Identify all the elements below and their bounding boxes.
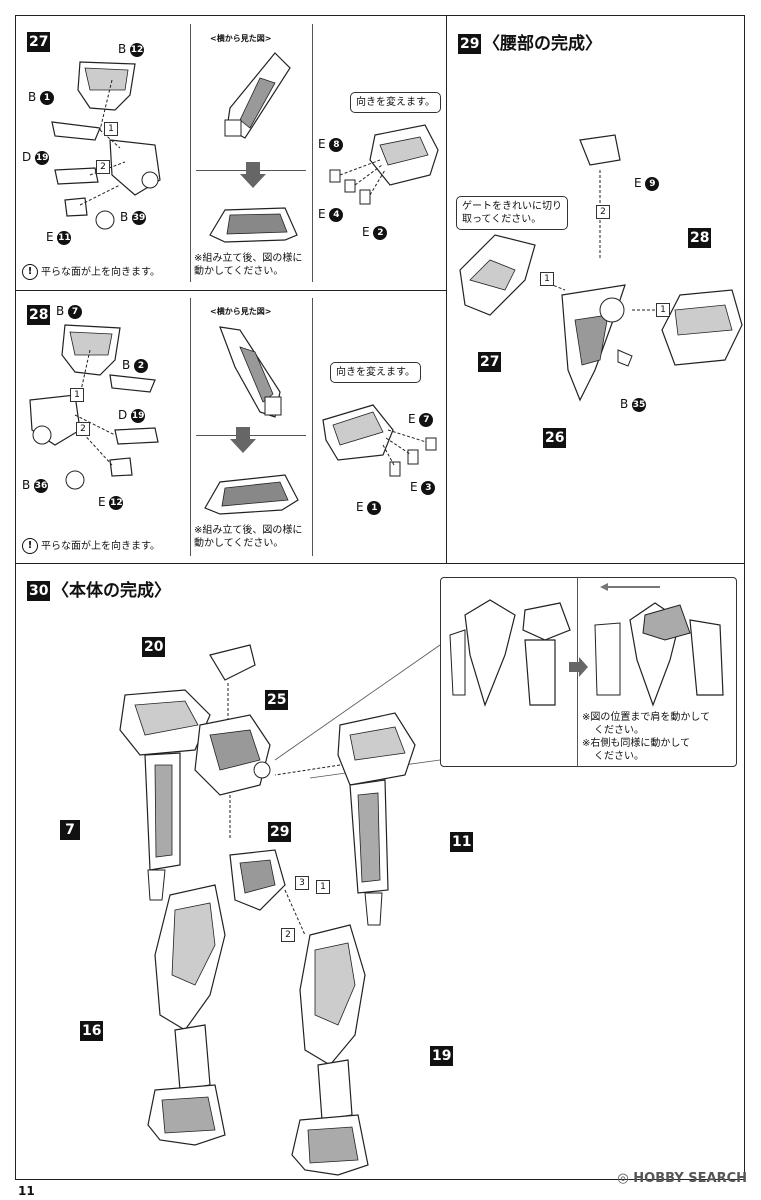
step-29-gate-callout: ゲートをきれいに切り取ってください。	[456, 196, 568, 230]
step-30-inset-box	[440, 577, 737, 767]
step-30-substep-3: 3	[295, 876, 309, 890]
step-27-note: ※組み立て後、図の様に動かしてください。	[194, 253, 303, 277]
step-27-flat-note: !平らな面が上を向きます。	[22, 264, 160, 280]
exclamation-icon: !	[22, 538, 38, 554]
step-28-note: ※組み立て後、図の様に動かしてください。	[194, 525, 303, 549]
step-28-side-view-title: <横から見た図>	[210, 307, 272, 316]
step-27-down-arrow	[240, 162, 266, 188]
divider-27-28	[15, 290, 446, 291]
divider-27-right	[312, 24, 313, 282]
step-27-label-e4: E 4	[318, 207, 344, 222]
step-30-inset-arrow	[569, 657, 588, 677]
divider-27-side	[190, 24, 191, 282]
step-28-label-b7: B 7	[56, 304, 83, 319]
step-30-inset-note: ※図の位置まで肩を動かして ください。 ※右側も同様に動かして ください。	[582, 712, 711, 762]
step-28-part-illustration	[29, 324, 159, 490]
step-30-number: 30	[27, 581, 51, 601]
step-30-title: 〈本体の完成〉	[52, 581, 171, 601]
step-28-substep-1: 1	[70, 388, 84, 402]
divider-vertical-top	[446, 15, 447, 563]
step-30-ref-16: 16	[80, 1021, 104, 1041]
step-28-e-parts-illustration	[322, 404, 437, 477]
step-28-side-view-top	[219, 326, 282, 418]
step-30-inset-left-arrow-icon	[600, 583, 660, 591]
step-27-side-view-bottom	[209, 207, 298, 243]
step-30-ref-20: 20	[142, 637, 166, 657]
step-28-number: 28	[27, 305, 51, 325]
step-27-label-b12: B 12	[118, 42, 145, 57]
step-27-substep-1: 1	[104, 122, 118, 136]
step-28-substep-2: 2	[76, 422, 90, 436]
step-30-inset-left-illustration	[449, 599, 571, 707]
exclamation-icon: !	[22, 264, 38, 280]
step-30-ref-11: 11	[450, 832, 474, 852]
step-29-ref-26: 26	[543, 428, 567, 448]
step-29-label-e9: E 9	[634, 176, 660, 191]
hobby-search-logo-icon: ◎	[617, 1171, 634, 1186]
step-27-label-d19: D 19	[22, 150, 50, 165]
step-30-body-illustration	[119, 644, 416, 1176]
step-27-e-parts-illustration	[329, 124, 439, 205]
step-30-ref-19: 19	[430, 1046, 454, 1066]
step-29-substep-2: 2	[596, 205, 610, 219]
step-29-assembly-illustration	[459, 134, 743, 402]
step-28-label-e12: E 12	[98, 495, 124, 510]
step-27-substep-2: 2	[96, 160, 110, 174]
step-27-label-e2: E 2	[362, 225, 388, 240]
step-27-part-illustration	[51, 61, 161, 230]
step-28-label-e7: E 7	[408, 412, 434, 427]
step-29-ref-28: 28	[688, 228, 712, 248]
step-27-number: 27	[27, 32, 51, 52]
page-frame	[15, 15, 745, 1180]
step-30-ref-29: 29	[268, 822, 292, 842]
step-29-substep-1b: 1	[656, 303, 670, 317]
step-28-down-arrow	[230, 427, 256, 453]
step-30-inset-right-illustration	[594, 602, 724, 707]
step-27-callout: 向きを変えます。	[350, 92, 441, 113]
step-28-label-b2: B 2	[122, 358, 149, 373]
step-30-ref-25: 25	[265, 690, 289, 710]
step-28-side-view-bottom	[204, 474, 299, 515]
step-28-label-b36: B 36	[22, 478, 49, 493]
step-30-ref-7: 7	[60, 820, 80, 840]
step-28-label-e1: E 1	[356, 500, 382, 515]
step-27-label-b39: B 39	[120, 210, 147, 225]
divider-top-bottom	[15, 563, 745, 564]
watermark: ◎ HOBBY SEARCH	[617, 1171, 747, 1186]
step-28-callout: 向きを変えます。	[330, 362, 421, 383]
step-27-side-view-title: <横から見た図>	[210, 34, 272, 43]
step-29-title: 〈腰部の完成〉	[483, 34, 602, 54]
divider-28-right	[312, 298, 313, 556]
step-27-side-view-top	[224, 52, 291, 139]
step-30-substep-1: 1	[316, 880, 330, 894]
step-27-label-b1: B 1	[28, 90, 55, 105]
step-29-number: 29	[458, 34, 482, 54]
step-28-flat-note: !平らな面が上を向きます。	[22, 538, 160, 554]
step-27-label-e8: E 8	[318, 137, 344, 152]
step-29-substep-1a: 1	[540, 272, 554, 286]
divider-28-sideview	[196, 435, 306, 436]
step-29-ref-27: 27	[478, 352, 502, 372]
step-30-substep-2: 2	[281, 928, 295, 942]
step-28-label-e3: E 3	[410, 480, 436, 495]
page-number: 11	[18, 1184, 35, 1198]
step-28-label-d19: D 19	[118, 408, 146, 423]
divider-28-side	[190, 298, 191, 556]
step-29-label-b35: B 35	[620, 397, 647, 412]
step-27-label-e11: E 11	[46, 230, 72, 245]
